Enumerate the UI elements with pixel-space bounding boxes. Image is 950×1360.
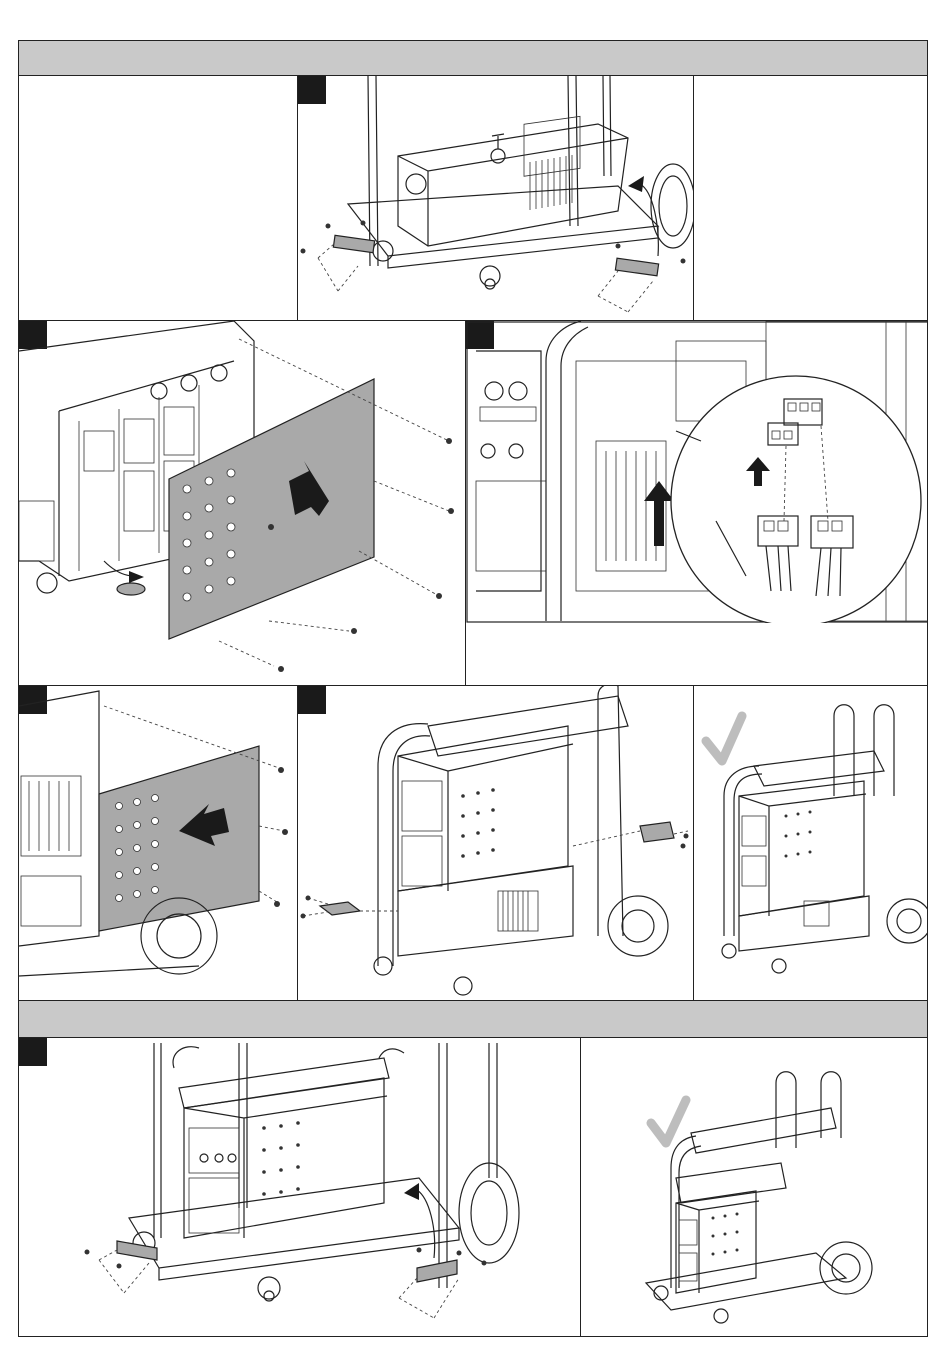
side-panel-removal-illustration (19, 321, 466, 686)
cart-brackets-illustration (19, 1038, 581, 1337)
completed-assembly-bottom-illustration (581, 1038, 928, 1337)
step-remove-rear-brackets (297, 75, 694, 321)
blank-cell-top-left (18, 75, 298, 321)
completed-assembly-top-illustration (694, 686, 928, 1001)
refit-side-panel-illustration (19, 686, 298, 1001)
step-refit-side-panel (18, 685, 298, 1001)
section-header-top (18, 40, 928, 76)
complete-bottom-cell (580, 1037, 928, 1337)
complete-top-cell (693, 685, 928, 1001)
power-source-brackets-illustration (298, 686, 694, 1001)
step-fit-power-source-brackets (297, 685, 694, 1001)
section-header-bottom (18, 1000, 928, 1038)
check-mark-icon (706, 716, 742, 761)
control-plug-illustration (466, 321, 928, 623)
step-connect-control-plug (465, 320, 928, 686)
blank-cell-top-right (693, 75, 928, 321)
step-remove-side-panel (18, 320, 466, 686)
rear-brackets-illustration (298, 76, 694, 321)
step-fit-cart-brackets (18, 1037, 581, 1337)
check-mark-icon (651, 1100, 686, 1143)
